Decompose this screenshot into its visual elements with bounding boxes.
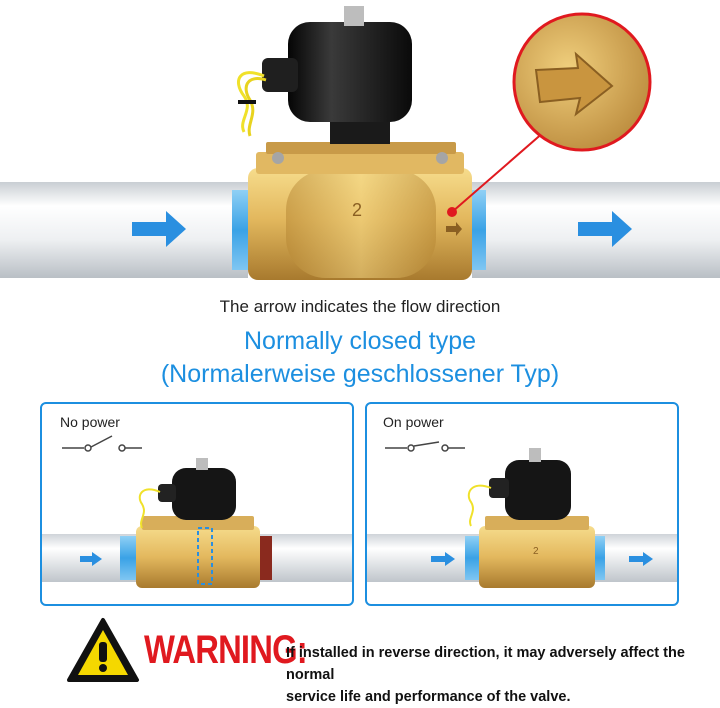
panel-label: No power — [60, 414, 120, 430]
lead-wires — [237, 71, 267, 137]
flow-arrow — [80, 552, 102, 566]
panel-no-power: No power — [40, 402, 354, 606]
warning-message: If installed in reverse direction, it ma… — [286, 642, 716, 708]
warning-label: WARNING: — [144, 628, 308, 672]
valve-body: 2 — [248, 142, 472, 280]
zoom-callout — [447, 12, 652, 217]
switch-open-icon — [62, 435, 142, 452]
type-title: Normally closed type — [243, 327, 477, 355]
solenoid-coil — [262, 6, 412, 144]
type-title-german: (Normalerweise geschlossener Typ) — [160, 360, 560, 388]
warning-triangle-icon — [67, 618, 139, 682]
flow-arrow-in — [431, 552, 455, 566]
warning-line-1: If installed in reverse direction, it ma… — [286, 645, 685, 683]
valve-number: 2 — [352, 200, 362, 220]
panel-label: On power — [383, 414, 444, 430]
pipe-left — [0, 182, 248, 278]
flow-arrow-out — [629, 552, 653, 566]
valve-closed-indicator — [197, 527, 213, 585]
panel-on-power: On power — [365, 402, 679, 606]
flow-arrow-right — [578, 211, 632, 247]
hero-illustration: 2 — [0, 6, 720, 280]
valve-number: 2 — [533, 546, 539, 557]
switch-closed-icon — [385, 441, 465, 452]
warning-line-2: service life and performance of the valv… — [286, 689, 571, 705]
on-power-illustration: 2 — [367, 441, 677, 588]
flow-arrow-left — [132, 211, 186, 247]
no-power-illustration — [42, 435, 352, 588]
flow-direction-caption: The arrow indicates the flow direction — [219, 297, 501, 316]
